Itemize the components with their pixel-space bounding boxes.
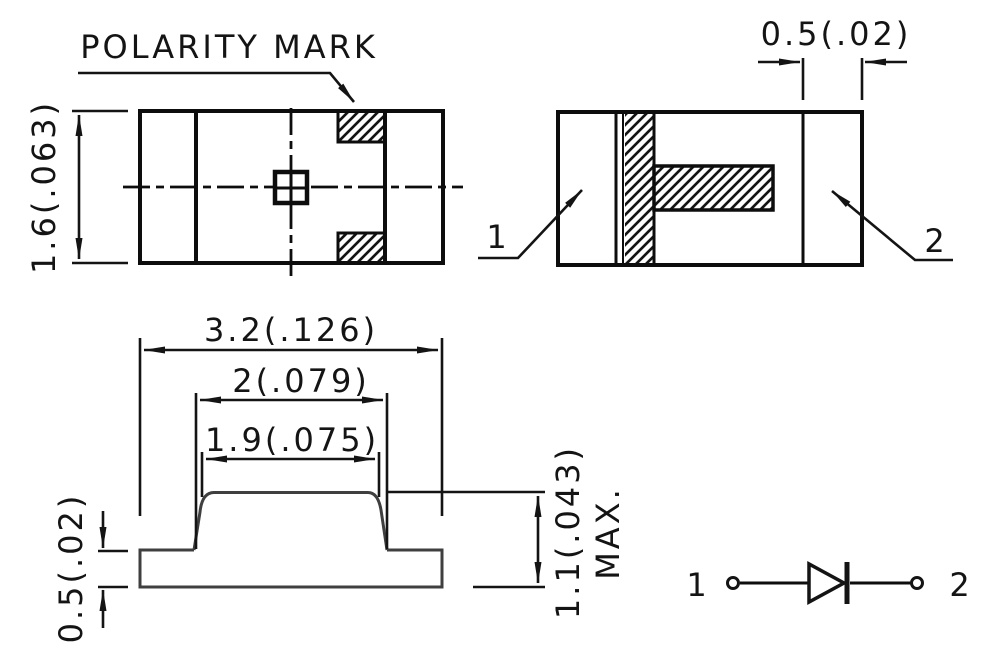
- dim-height-max-label: MAX.: [589, 486, 627, 580]
- polarity-notch-top-outline: [336, 111, 385, 144]
- dim-3p2-label: 3.2(.126): [204, 311, 378, 349]
- schematic-pin1-label: 1: [686, 566, 709, 604]
- pin2-label: 2: [924, 222, 947, 260]
- dim-height-label: 1.1(.043): [549, 445, 587, 619]
- dim-0p5-label: 0.5(.02): [761, 15, 912, 53]
- dim-1p9-label: 1.9(.075): [205, 421, 379, 459]
- polarity-notch-bottom-outline: [336, 231, 385, 263]
- side-view: 3.2(.126) 2(.079) 1.9(.075) 0.5(.02) 1.1…: [52, 311, 627, 643]
- dim-2-label: 2(.079): [232, 362, 370, 400]
- dim-1p6-label: 1.6(.063): [25, 100, 63, 274]
- polarity-mark-label: POLARITY MARK: [80, 28, 378, 66]
- schematic: 1 2: [686, 561, 972, 605]
- body-profile: [192, 491, 389, 551]
- pin1-label: 1: [486, 218, 509, 256]
- diode-anode-triangle: [807, 561, 848, 605]
- dim-standoff-label: 0.5(.02): [52, 493, 90, 644]
- polarity-notch-bottom-hatch: [338, 233, 383, 261]
- diode-symbol-icon: [807, 561, 850, 605]
- base-profile: [138, 548, 444, 589]
- schematic-pin2-label: 2: [949, 566, 972, 604]
- top-view-outline: [138, 109, 445, 265]
- schematic-terminal2-circle: [910, 576, 924, 590]
- pin1-leader-arrow: [478, 189, 583, 260]
- cathode-bar-hatch: [625, 114, 654, 263]
- bottom-view: 0.5(.02) 1 2: [478, 15, 953, 267]
- top-view: 1.6(.063) POLARITY MARK: [25, 28, 463, 277]
- polarity-notch-top-hatch: [338, 113, 383, 142]
- bottom-view-outline: [556, 110, 864, 267]
- schematic-terminal1-circle: [726, 576, 740, 590]
- pin2-leader-arrow: [831, 190, 953, 262]
- polarity-leader-arrow: [78, 71, 356, 103]
- cathode-arm-hatch: [652, 164, 775, 212]
